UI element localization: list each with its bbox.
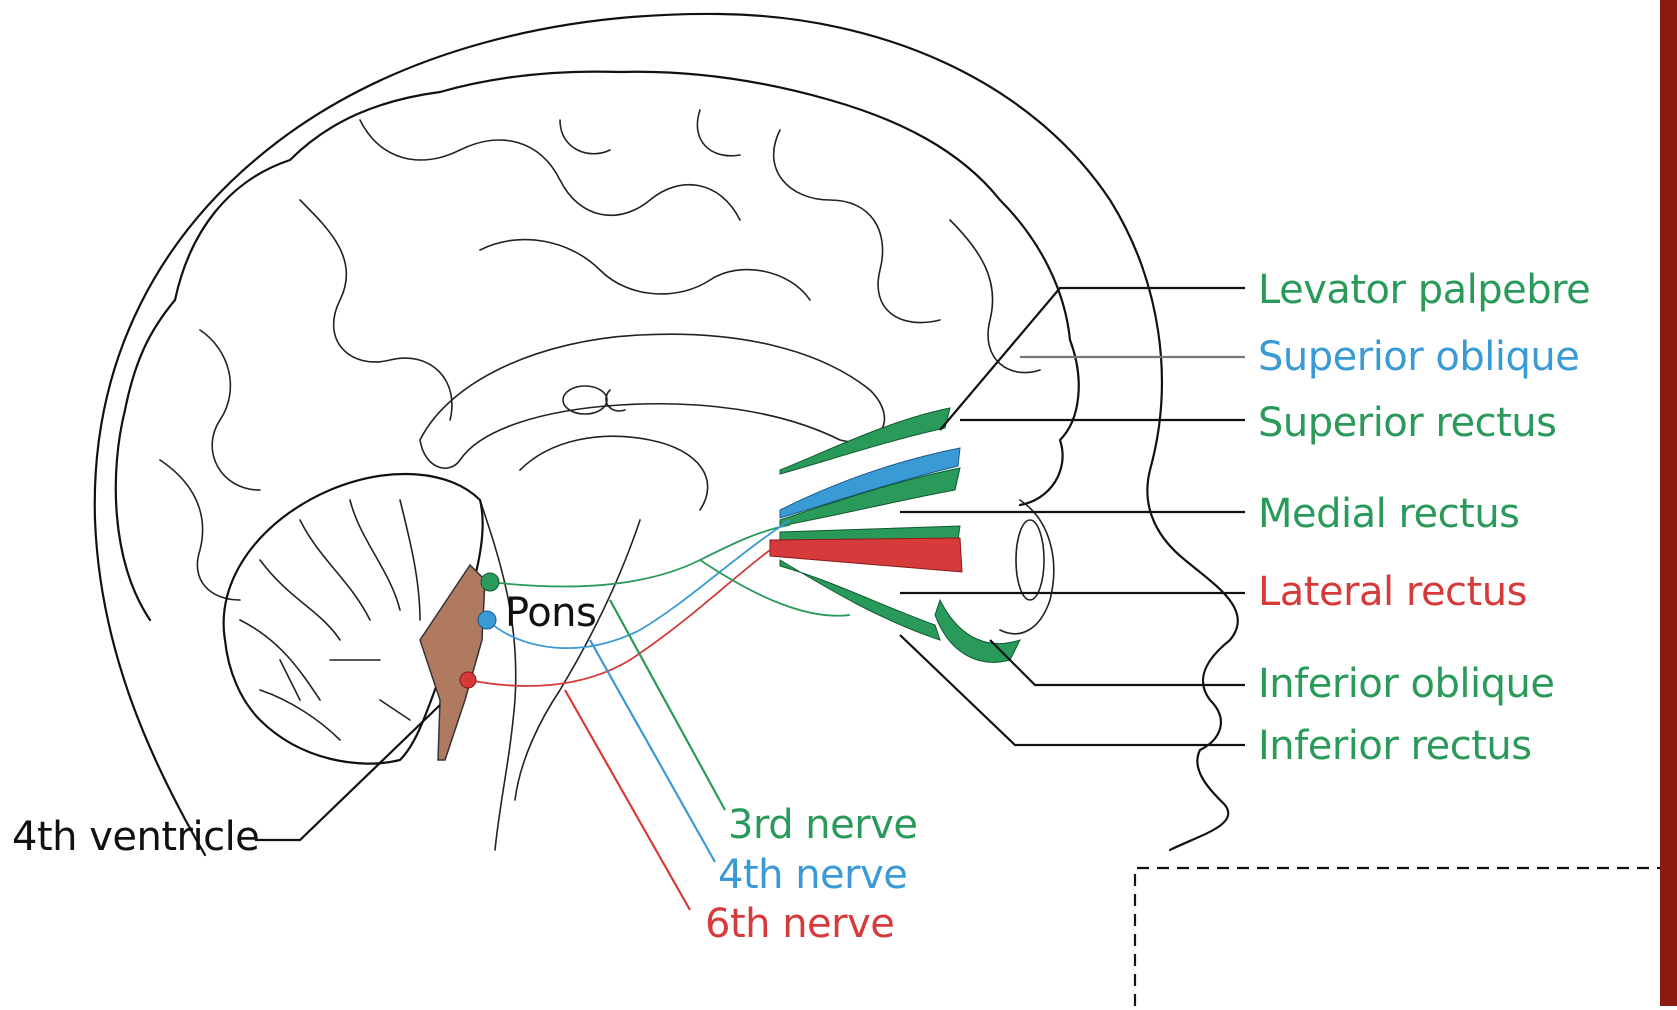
label-fourth-nerve: 4th nerve (718, 852, 907, 898)
fourth-nerve-nucleus (478, 611, 496, 629)
label-superior-rectus: Superior rectus (1258, 400, 1556, 446)
fourth-ventricle-leader (255, 705, 440, 840)
dashed-callout-box (1135, 868, 1660, 1006)
cerebellum-folia (240, 500, 420, 740)
label-medial-rectus: Medial rectus (1258, 491, 1520, 537)
sixth-nerve-nucleus (460, 672, 476, 688)
label-fourth-ventricle: 4th ventricle (12, 814, 259, 860)
thalamus-outline (520, 390, 708, 510)
massa-intermedia (563, 386, 607, 414)
third-nerve-path (490, 525, 790, 587)
head-outline (95, 14, 1238, 855)
label-pons: Pons (505, 590, 596, 636)
inferior-rectus-leader (900, 635, 1245, 745)
label-inferior-oblique: Inferior oblique (1258, 661, 1554, 707)
eye-lens (1016, 520, 1044, 600)
sixth-nerve-leader (565, 690, 690, 910)
inferior-oblique-leader (990, 640, 1245, 685)
levator-leader (940, 288, 1245, 430)
inferior-rectus-muscle (780, 560, 940, 640)
label-sixth-nerve: 6th nerve (705, 901, 894, 947)
label-levator-palpebre: Levator palpebre (1258, 267, 1590, 313)
brainstem-outline (480, 500, 640, 850)
third-nerve-nucleus (481, 573, 499, 591)
label-inferior-rectus: Inferior rectus (1258, 723, 1532, 769)
label-superior-oblique: Superior oblique (1258, 334, 1579, 380)
brain-gyri (160, 110, 1040, 600)
fourth-ventricle-shape (420, 565, 485, 760)
label-lateral-rectus: Lateral rectus (1258, 569, 1527, 615)
lateral-rectus-muscle (770, 538, 962, 572)
label-third-nerve: 3rd nerve (728, 802, 917, 848)
side-accent-bar (1660, 0, 1677, 1006)
fourth-nerve-leader (590, 640, 715, 862)
corpus-callosum (420, 334, 884, 468)
inferior-oblique-muscle (935, 600, 1020, 662)
